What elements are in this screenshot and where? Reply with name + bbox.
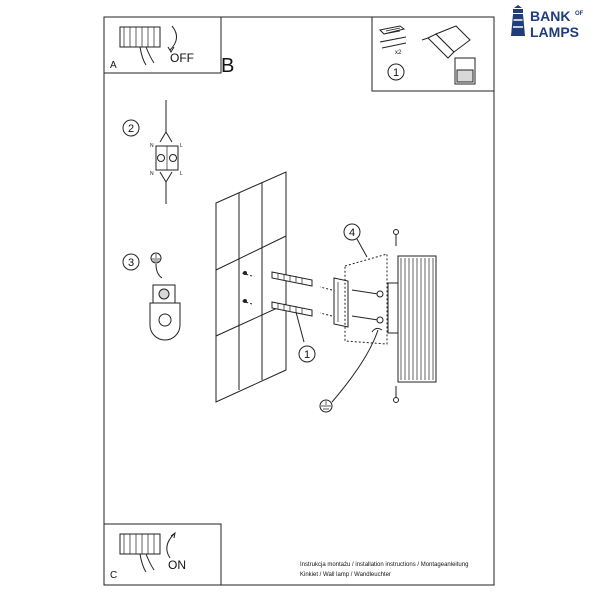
wall-plug-top <box>271 271 313 287</box>
sheet-border <box>103 16 495 586</box>
footer-line-2: Kinkiet / Wall lamp / Wandleuchter <box>300 572 391 578</box>
bracket-step-number: 4 <box>349 227 355 239</box>
power-on-icon <box>119 531 176 573</box>
ground-symbol-icon <box>150 252 162 264</box>
brand-line-1: BANK <box>530 8 570 24</box>
wall-panel <box>215 171 287 403</box>
terminal-l-top: L <box>180 143 183 149</box>
terminal-n-top: N <box>150 143 154 149</box>
ground-step: 3 <box>122 252 181 341</box>
wall-lamp-body <box>387 229 437 403</box>
panel-a: A OFF <box>103 16 222 74</box>
panel-c-letter: C <box>110 570 117 581</box>
bank-of-lamps-logo: BANK OF LAMPS <box>511 5 584 40</box>
panel-c: C ON <box>103 523 222 586</box>
brand-of: OF <box>575 11 584 17</box>
panel-b-letter: B <box>221 55 234 77</box>
wiring-step-number: 2 <box>128 123 134 135</box>
tools-qty: x2 <box>395 50 402 56</box>
drill-icon <box>421 25 476 85</box>
wall-plug-icon <box>378 25 407 49</box>
terminal-block-icon <box>155 145 179 171</box>
brand-line-2: LAMPS <box>530 24 579 40</box>
tools-step-number: 1 <box>393 67 399 79</box>
panel-a-state: OFF <box>170 51 194 65</box>
terminal-l-bottom: L <box>180 171 183 177</box>
bracket-screw-top <box>351 289 384 298</box>
ground-terminal-icon <box>149 284 181 341</box>
footer-line-1: Instrukcja montażu / installation instru… <box>300 562 468 568</box>
wiring-step: 2 N L N L <box>122 100 183 204</box>
tools-panel: x2 1 <box>371 16 495 92</box>
ground-cable <box>319 327 383 413</box>
mounting-bracket: 4 <box>319 223 388 345</box>
bracket-screw-bottom <box>351 315 384 324</box>
wall-plug-bottom <box>271 301 313 317</box>
terminal-n-bottom: N <box>150 171 154 177</box>
ground-step-number: 3 <box>128 257 134 269</box>
panel-a-letter: A <box>110 60 117 71</box>
plugs-step-number: 1 <box>304 349 310 361</box>
wall-plugs: 1 <box>241 271 316 363</box>
panel-c-state: ON <box>168 558 186 572</box>
power-off-icon <box>119 25 177 66</box>
lighthouse-icon <box>511 5 525 36</box>
